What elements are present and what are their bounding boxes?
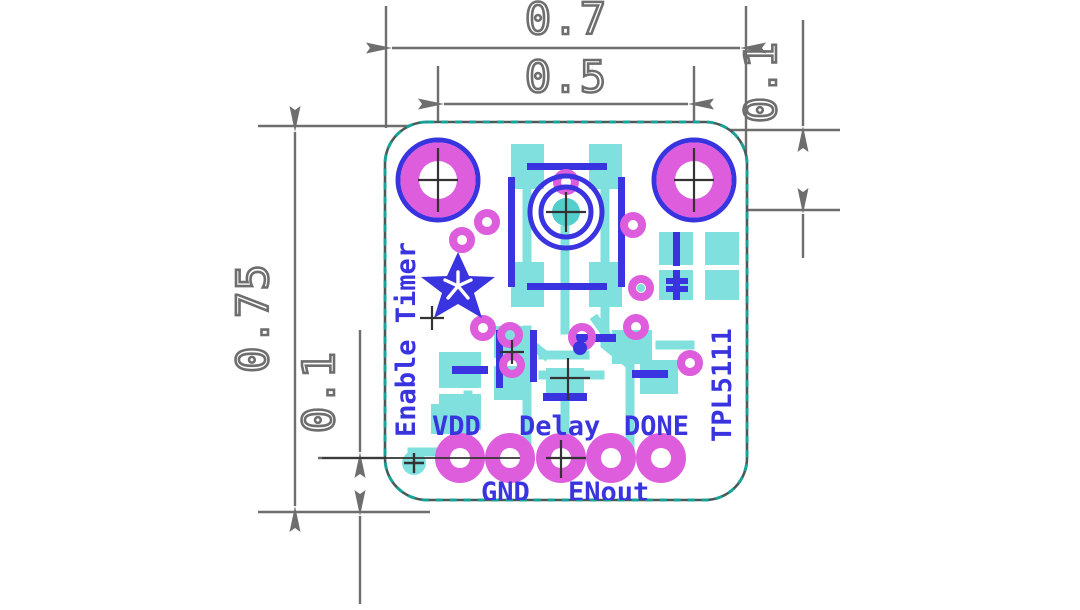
center-marks [322,148,714,478]
adafruit-star-logo [421,252,495,318]
origin-marker [402,451,426,475]
dimension-label-hole-inset-bottom: 0.1 [294,351,345,433]
pin-label-gnd: GND [481,477,530,508]
board-function-label: Enable Timer [391,242,422,437]
pin-label-enout: ENout [568,477,649,508]
via-silk-dots [573,341,587,355]
dimension-label-width-overall: 0.7 [525,0,607,45]
dimension-height-overall: 0.75 [227,106,301,532]
board-part-label: TPL5111 [707,328,738,442]
vias [449,169,703,378]
pin-label-delay: Delay [519,411,600,442]
pin-label-done: DONE [624,411,689,442]
dimension-hole-inset-bottom: 0.1 [293,330,366,604]
dimension-width-overall: 0.7 [366,0,766,54]
dimension-label-hole-spacing-x: 0.5 [525,52,607,103]
dimension-label-hole-inset-right: 0.1 [736,41,787,123]
pin-label-vdd: VDD [432,411,481,442]
silkscreen-marks [452,163,688,401]
board-outline-dashed [383,120,749,502]
via-centers [506,284,645,339]
dimension-hole-spacing-x: 0.5 [418,51,714,110]
dimension-label-height-overall: 0.75 [228,263,279,373]
dimension-hole-inset-right: 0.1 [735,20,809,258]
